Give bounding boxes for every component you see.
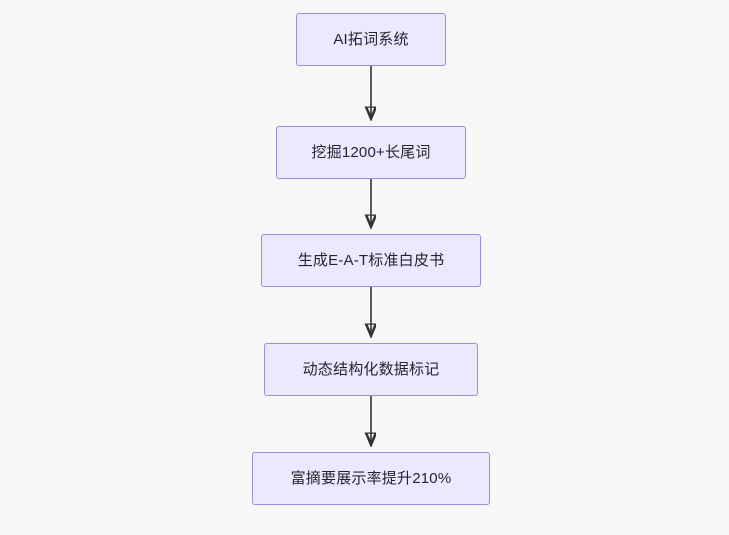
flowchart-node-mine-longtail-keywords[interactable]: 挖掘1200+长尾词 [276, 126, 466, 179]
node-label: 动态结构化数据标记 [302, 360, 440, 378]
node-label: 生成E-A-T标准白皮书 [297, 251, 445, 269]
node-label: 挖掘1200+长尾词 [311, 143, 431, 161]
flowchart-node-rich-snippet-rate-increase[interactable]: 富摘要展示率提升210% [252, 452, 490, 505]
flowchart-node-generate-eat-whitepaper[interactable]: 生成E-A-T标准白皮书 [261, 234, 481, 287]
node-label: AI拓词系统 [333, 30, 409, 48]
flowchart-node-dynamic-structured-data-markup[interactable]: 动态结构化数据标记 [264, 343, 478, 396]
node-label: 富摘要展示率提升210% [290, 469, 452, 487]
flowchart-node-ai-keyword-system[interactable]: AI拓词系统 [296, 13, 446, 66]
